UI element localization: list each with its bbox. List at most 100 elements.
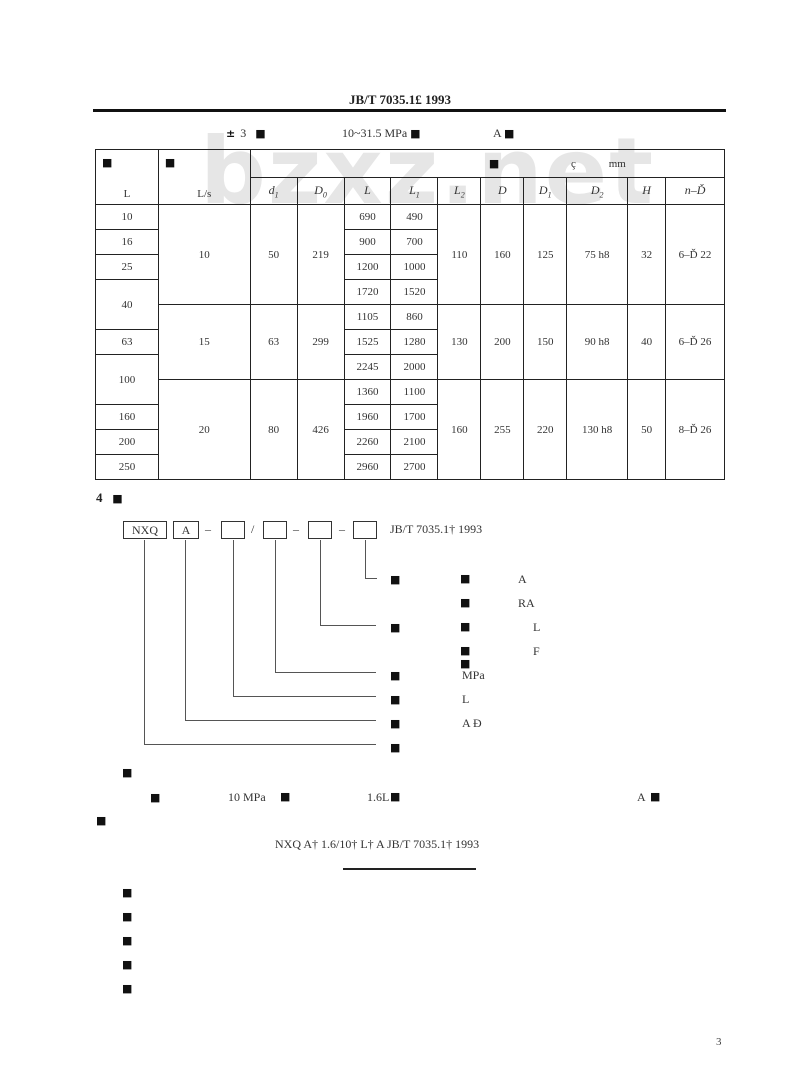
capacity-cell: 25 [95,254,159,280]
capacity-cell: 63 [95,329,159,355]
legend-glyph: ■ [390,573,400,586]
table-caption: ± 3 ■ [226,126,266,141]
example-glyph: ■ [390,790,400,803]
legend-value: MPa [462,668,485,682]
length1-cell: 2700 [390,454,439,480]
length-cell: 2260 [343,429,392,455]
header-unit: mm [608,157,626,170]
leader-line [233,696,376,697]
leader-line [320,625,376,626]
length-cell: 2245 [343,354,392,380]
code-box-connection [308,521,332,539]
length1-cell: 490 [390,204,439,230]
standard-header: JB/T 7035.1£ 1993 [349,92,451,107]
d1-cell: 80 [249,379,298,480]
legend-value: A [518,572,527,586]
legend-glyph: ■ [390,693,400,706]
header-capacity: ■ L [95,149,159,205]
code-standard: JB/T 7035.1† 1993 [390,522,483,536]
legend-item: ■A Ð [390,716,482,731]
example-glyph: ■ [650,790,660,803]
legend-item: ■MPa [390,668,485,683]
subheader-cell: D2 [566,176,629,205]
footnote-item: ■ [122,982,132,995]
d-cell: 200 [480,304,525,380]
pressure-range: 10~31.5 MPa [342,126,408,140]
length1-cell: 1280 [390,329,439,355]
legend-glyph: ■ [390,741,400,754]
header-unit: L/s [197,188,212,200]
l2-cell: 130 [437,304,482,380]
length1-cell: 2100 [390,429,439,455]
example-label: ■ [122,766,132,779]
code-box-capacity [221,521,245,539]
legend-value: F [533,644,540,658]
capacity-cell: 200 [95,429,159,455]
type-label: A [493,126,502,140]
subheader-cell: L [343,176,392,205]
legend-value: L [462,692,470,706]
length1-cell: 2000 [390,354,439,380]
d0-cell: 219 [296,204,345,305]
legend-glyph: ■ [390,717,400,730]
legend-description: ■ ■ [460,644,470,670]
header-glyph: ç [571,157,576,170]
leader-line [233,540,234,696]
legend-description: ■ [460,620,470,633]
header-flow: ■ L/s [157,149,251,205]
end-rule [343,868,476,870]
legend-value: L [533,620,541,634]
length-cell: 690 [343,204,392,230]
d2-cell: 75 h8 [566,204,629,305]
length-cell: 1525 [343,329,392,355]
legend-item: ■L [390,692,469,707]
header-row: ■ L ■ L/s ■ ç mm [95,149,726,205]
legend-glyph: ■ [390,621,400,634]
leader-line [365,578,377,579]
section-number: 4 [96,490,103,505]
subheader-cell: L2 [437,176,482,205]
d1-cell: 63 [249,304,298,380]
example-volume: 1.6L [367,790,390,804]
leader-line [275,540,276,672]
l2-cell: 110 [437,204,482,305]
d-cell: 255 [480,379,525,480]
d2-cell: 90 h8 [566,304,629,380]
footnote-item: ■ [122,934,132,947]
legend-item: ■■A [390,572,527,587]
length-cell: 1105 [343,304,392,330]
header-dimensions: ■ ç mm [249,149,726,178]
capacity-cell: 16 [95,229,159,255]
subheader-cell: D [480,176,525,205]
separator: – [339,522,345,536]
legend-description: ■ [460,596,470,609]
length-cell: 1720 [343,279,392,305]
table-caption-pressure: 10~31.5 MPa ■ [342,126,421,141]
capacity-cell: 10 [95,204,159,230]
caption-glyph: ■ [504,127,514,140]
flow-cell: 20 [157,379,251,480]
l2-cell: 160 [437,379,482,480]
holes-cell: 6–Ď 26 [665,304,725,380]
header-glyph: ■ [488,156,499,170]
leader-line [320,540,321,625]
leader-line [144,540,145,744]
length1-cell: 1700 [390,404,439,430]
h-cell: 40 [627,304,667,380]
header-glyph: ■ [164,156,175,169]
length-cell: 2960 [343,454,392,480]
subheader-row: d1 D0 L L1 L2 D D1 D2 H n–Ď [96,176,725,205]
leader-line [365,540,366,578]
example-glyph: ■ [150,791,160,804]
length-cell: 1200 [343,254,392,280]
leader-line [185,720,376,721]
leader-line [144,744,376,745]
separator: – [205,522,211,536]
length-cell: 1360 [343,379,392,405]
example-result-label: ■ [96,814,106,827]
